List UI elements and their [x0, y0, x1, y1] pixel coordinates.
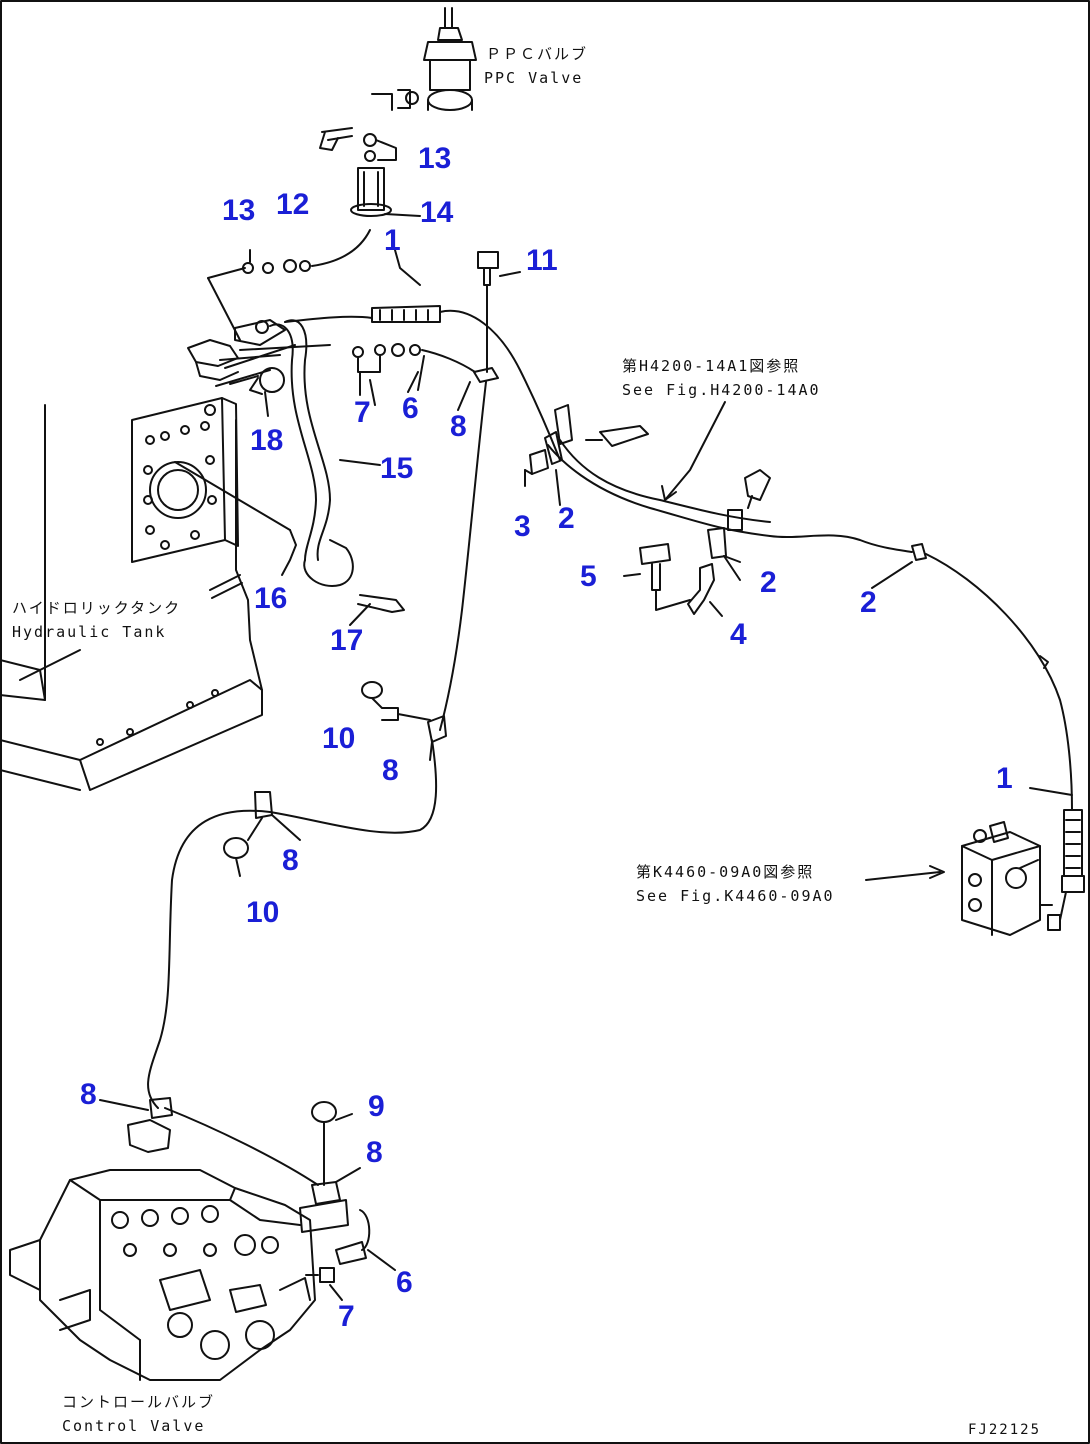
leader-16 — [174, 461, 291, 531]
callout-6: 6 — [402, 392, 419, 425]
hose-1-right — [911, 543, 1085, 921]
leader-2a — [555, 469, 561, 506]
small-fittings-lower — [305, 1209, 396, 1301]
small-fittings-upper — [207, 229, 371, 341]
control-valve-label-jp: コントロールバルブ — [62, 1393, 216, 1411]
leader-2b — [723, 555, 741, 581]
callout-1: 1 — [996, 762, 1013, 795]
control-valve-part — [9, 1169, 316, 1381]
callout-8: 8 — [282, 844, 299, 877]
tube-right — [547, 404, 913, 553]
callout-13: 13 — [418, 142, 452, 175]
callout-5: 5 — [580, 560, 597, 593]
hydraulic-tank-label-en: Hydraulic Tank — [12, 623, 167, 641]
callout-12: 12 — [276, 188, 310, 221]
leader-16b — [281, 529, 297, 576]
see-fig-right-jp: 第K4460-09A0図参照 — [636, 863, 815, 881]
bolt-11 — [473, 251, 521, 383]
small-fittings-middle — [352, 343, 476, 391]
leader-2c — [871, 561, 913, 589]
clamp-8-mid — [254, 715, 447, 841]
note-arrows — [661, 401, 945, 881]
see-fig-right-en: See Fig.K4460-09A0 — [636, 887, 835, 905]
bracket-block — [187, 319, 331, 395]
see-fig-top-jp: 第H4200-14A1図参照 — [622, 357, 801, 375]
hose-long — [147, 381, 487, 1186]
callout-3: 3 — [514, 510, 531, 543]
callout-7: 7 — [354, 396, 371, 429]
ppc-valve-part — [371, 7, 477, 111]
tube-15 — [269, 319, 405, 613]
leader-18 — [264, 391, 269, 417]
control-valve-label-en: Control Valve — [62, 1417, 206, 1435]
callout-8: 8 — [366, 1136, 383, 1169]
leader-15 — [339, 459, 381, 466]
leader-8a — [457, 381, 471, 411]
clamp-2-3 — [524, 431, 563, 475]
bolt-10 — [223, 681, 431, 877]
callout-6: 6 — [396, 1266, 413, 1299]
callout-2: 2 — [558, 502, 575, 535]
leader-17 — [349, 603, 371, 626]
drawing-code: FJ22125 — [968, 1422, 1042, 1438]
callout-14: 14 — [420, 196, 454, 229]
callout-17: 17 — [330, 624, 364, 657]
see-fig-top-en: See Fig.H4200-14A0 — [622, 381, 821, 399]
callout-8: 8 — [382, 754, 399, 787]
ppc-valve-label-jp: ＰＰＣバルブ — [486, 45, 589, 63]
bolt-9 — [299, 1101, 361, 1233]
ppc-valve-label-en: PPC Valve — [484, 69, 584, 87]
callout-18: 18 — [250, 424, 284, 457]
callout-7: 7 — [338, 1300, 355, 1333]
leader-6a — [407, 371, 419, 393]
clamp-8-lower — [99, 1097, 173, 1153]
callout-1: 1 — [384, 224, 401, 257]
hose-1-upper — [284, 249, 561, 461]
callout-15: 15 — [380, 452, 414, 485]
leader-tiny — [369, 379, 376, 406]
callout-10: 10 — [322, 722, 356, 755]
callout-2: 2 — [860, 586, 877, 619]
fitting-13-14 — [319, 127, 421, 217]
hydraulic-tank-label-jp: ハイドロリックタンク — [12, 599, 182, 617]
valve-block-right — [961, 821, 1061, 936]
callout-11: 11 — [526, 244, 558, 277]
callout-8: 8 — [450, 410, 467, 443]
callout-2: 2 — [760, 566, 777, 599]
callout-8: 8 — [80, 1078, 97, 1111]
callout-9: 9 — [368, 1090, 385, 1123]
callout-16: 16 — [254, 582, 288, 615]
callout-10: 10 — [246, 896, 280, 929]
callout-4: 4 — [730, 618, 747, 651]
bolt-5-clamp-4 — [623, 527, 741, 617]
callout-13: 13 — [222, 194, 256, 227]
hydraulic-tank-part — [0, 397, 263, 791]
